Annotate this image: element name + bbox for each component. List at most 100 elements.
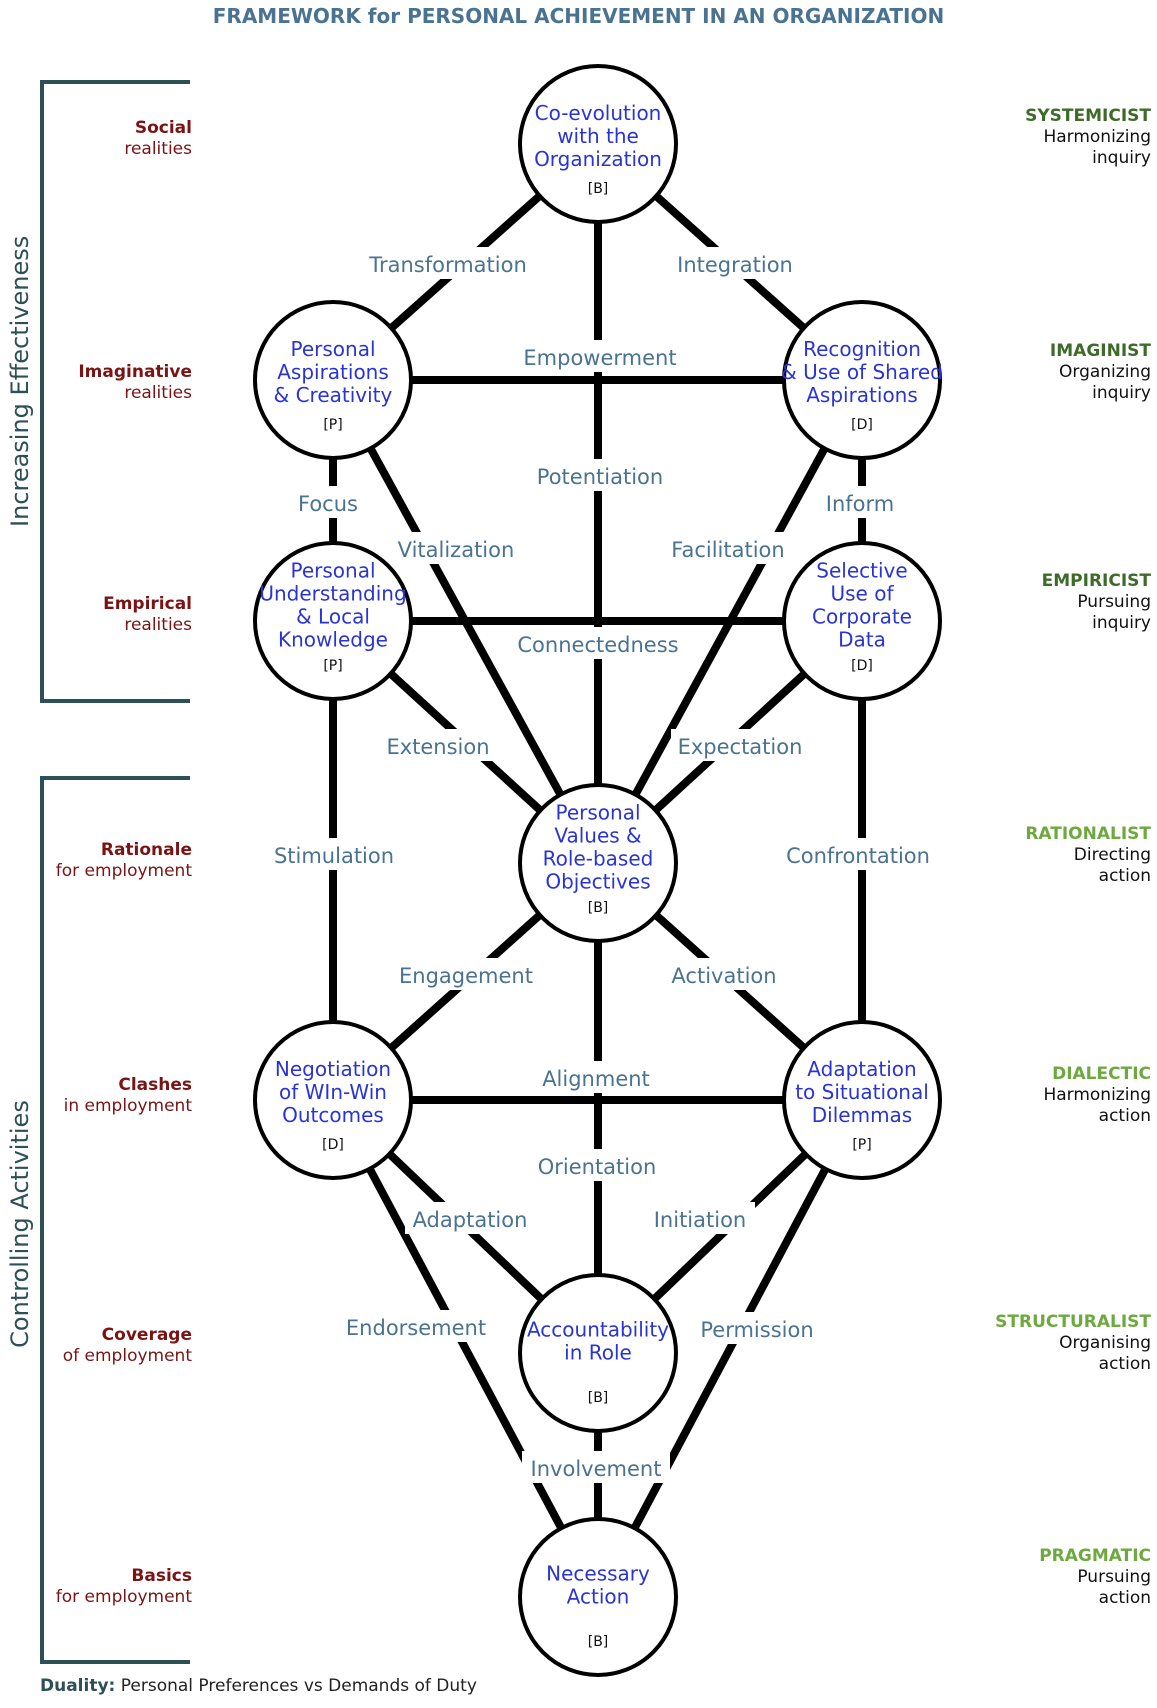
right-level-line1: Organising: [1059, 1333, 1151, 1353]
left-level-subtitle: in employment: [63, 1096, 192, 1116]
node-text-line: Aspirations: [277, 360, 389, 384]
edge-label-bg: [537, 1061, 655, 1093]
left-level-subtitle: realities: [124, 139, 192, 159]
edge-label-empowerment: Empowerment: [523, 346, 676, 370]
edge-label-integration: Integration: [677, 253, 793, 277]
edge-label-bg: [512, 340, 688, 372]
edge-label-focus: Focus: [298, 492, 358, 516]
node-tag: [B]: [588, 181, 609, 197]
edge-label-bg: [267, 838, 401, 870]
right-level-line2: inquiry: [1092, 613, 1151, 633]
edge-label-confrontation: Confrontation: [786, 844, 930, 868]
node-text-line: Personal: [290, 559, 375, 583]
edge-label-bg: [524, 459, 676, 491]
edge-label-initiation: Initiation: [654, 1208, 747, 1232]
node-text-line: Understanding: [259, 582, 406, 606]
node-circle: [518, 64, 678, 224]
edge-label-bg: [645, 1202, 755, 1234]
left-level-title: Social: [134, 118, 192, 138]
node-text-line: Role-based: [543, 847, 654, 871]
left-level-title: Empirical: [103, 594, 192, 614]
node-text-line: & Use of Shared: [781, 360, 943, 384]
edge-label-facilitation: Facilitation: [671, 538, 784, 562]
node-tag: [D]: [851, 417, 873, 433]
left-level-title: Imaginative: [78, 362, 192, 382]
edge-label-vitalization: Vitalization: [398, 538, 515, 562]
edge-label-bg: [522, 1451, 670, 1483]
node-text-line: with the: [557, 124, 639, 148]
controlling-activities-label: Controlling Activities: [6, 1100, 34, 1348]
right-level-title: DIALECTIC: [1052, 1064, 1151, 1084]
left-level-subtitle: of employment: [62, 1346, 192, 1366]
edge-label-orientation: Orientation: [538, 1155, 657, 1179]
right-level-line2: action: [1098, 1588, 1151, 1608]
node-text-line: Personal: [290, 337, 375, 361]
node-circle: [253, 1020, 413, 1180]
node-tag: [B]: [588, 1634, 609, 1650]
node-text-line: Action: [567, 1585, 630, 1609]
node-text-line: & Local: [296, 605, 370, 629]
edge-label-transformation: Transformation: [368, 253, 527, 277]
left-level-subtitle: realities: [124, 383, 192, 403]
right-level-line1: Harmonizing: [1043, 1085, 1151, 1105]
edge-label-expectation: Expectation: [678, 735, 803, 759]
edge-label-inform: Inform: [826, 492, 894, 516]
edge-label-bg: [663, 532, 793, 564]
node-text-line: Values &: [554, 824, 641, 848]
node-text-line: Necessary: [546, 1562, 650, 1586]
node-text-line: Knowledge: [278, 628, 388, 652]
left-level-title: Basics: [131, 1566, 192, 1586]
node-circle: [253, 300, 413, 460]
edge-label-bg: [670, 247, 800, 279]
right-level-title: RATIONALIST: [1025, 824, 1151, 844]
node-text-line: Dilemmas: [812, 1103, 912, 1127]
edge-label-bg: [671, 729, 809, 761]
lower-bracket: [40, 776, 190, 1664]
node-circle: [518, 1517, 678, 1677]
edge-label-bg: [405, 1202, 535, 1234]
edge-label-bg: [533, 1149, 661, 1181]
left-level-subtitle: for employment: [55, 861, 192, 881]
node-text-line: Use of: [831, 582, 895, 606]
node-text-line: & Creativity: [274, 383, 393, 407]
node-text-line: Outcomes: [282, 1103, 384, 1127]
duality-label: Duality:: [40, 1676, 116, 1696]
node-circle: [253, 541, 413, 701]
edge-negotiation-necessary: [329, 1098, 602, 1599]
node-circle: [782, 1020, 942, 1180]
node-circle: [518, 783, 678, 943]
node-text-line: Personal: [555, 801, 640, 825]
node-text-line: to Situational: [795, 1080, 929, 1104]
node-tag: [B]: [588, 900, 609, 916]
edge-label-bg: [693, 1312, 821, 1344]
node-text-line: Recognition: [803, 337, 921, 361]
node-tag: [P]: [323, 658, 342, 674]
edge-label-bg: [514, 627, 682, 659]
node-text-line: in Role: [564, 1341, 632, 1365]
right-level-line2: action: [1098, 1106, 1151, 1126]
edge-label-permission: Permission: [700, 1318, 813, 1342]
node-tag: [P]: [852, 1137, 871, 1153]
edge-label-stimulation: Stimulation: [274, 844, 394, 868]
edge-label-involvement: Involvement: [531, 1457, 662, 1481]
diagram-title: FRAMEWORK for PERSONAL ACHIEVEMENT IN AN…: [212, 4, 945, 28]
edge-label-alignment: Alignment: [542, 1067, 650, 1091]
edge-label-bg: [290, 486, 366, 518]
edge-label-extension: Extension: [386, 735, 489, 759]
